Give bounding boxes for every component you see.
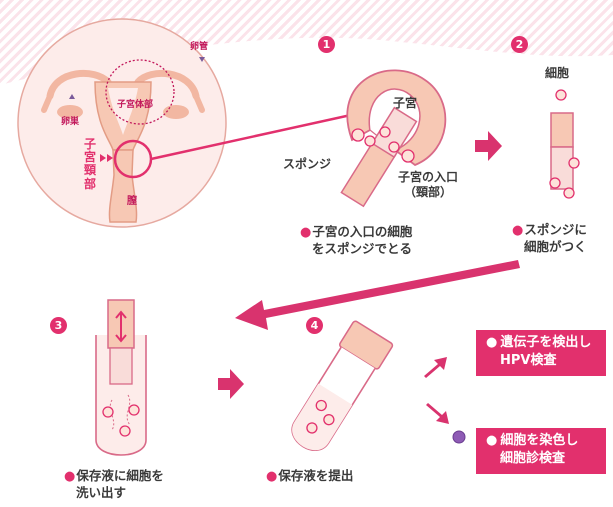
- caption-step3-line1: 保存液に細胞を: [76, 468, 164, 483]
- step-number-4: 4: [306, 317, 323, 334]
- label-uterus-body: 子宮体部: [117, 100, 153, 111]
- caption-step2-line1: スポンジに: [524, 222, 587, 237]
- caption-step2-line2: 細胞がつく: [512, 239, 587, 255]
- step-number-3: 3: [50, 317, 67, 334]
- label-ovary: 卵巣: [61, 117, 79, 128]
- caption-step4: ●保存液を提出: [266, 468, 353, 485]
- result-hpv-line1: 遺伝子を検出し: [500, 335, 591, 350]
- label-cell: 細胞: [545, 66, 569, 81]
- caption-step1-line1: 子宮の入口の細胞: [312, 224, 412, 239]
- result-cytology-line1: 細胞を染色し: [500, 433, 578, 448]
- bullet-icon: ●: [512, 223, 523, 238]
- bullet-icon: ●: [486, 335, 497, 350]
- caption-step3-line2: 洗い出す: [64, 485, 164, 501]
- step-number-2: 2: [511, 36, 528, 53]
- caption-step1-line2: をスポンジでとる: [300, 241, 412, 257]
- bullet-icon: ●: [266, 469, 277, 484]
- caption-step2: ●スポンジに 細胞がつく: [512, 222, 587, 255]
- caption-step3: ●保存液に細胞を 洗い出す: [64, 468, 164, 501]
- step-number-1: 1: [318, 36, 335, 53]
- label-cervix: 子宮頸部: [84, 138, 97, 191]
- label-vagina: 膣: [127, 196, 137, 209]
- label-entrance-sub: （頸部）: [398, 185, 458, 200]
- label-oviduct: 卵管: [190, 42, 208, 53]
- label-sponge: スポンジ: [283, 157, 331, 172]
- result-cytology-test: ●細胞を染色し 細胞診検査: [476, 428, 606, 474]
- label-entrance-main: 子宮の入口: [398, 170, 458, 185]
- caption-step1: ●子宮の入口の細胞 をスポンジでとる: [300, 224, 412, 257]
- result-hpv-test: ●遺伝子を検出し HPV検査: [476, 330, 606, 376]
- result-hpv-line2: HPV検査: [486, 352, 600, 370]
- label-entrance: 子宮の入口 （頸部）: [398, 170, 458, 200]
- caption-step4-line1: 保存液を提出: [278, 468, 353, 483]
- bullet-icon: ●: [486, 433, 497, 448]
- result-cytology-line2: 細胞診検査: [486, 450, 600, 468]
- bullet-icon: ●: [300, 225, 311, 240]
- label-uterus: 子宮: [393, 96, 417, 111]
- bullet-icon: ●: [64, 469, 75, 484]
